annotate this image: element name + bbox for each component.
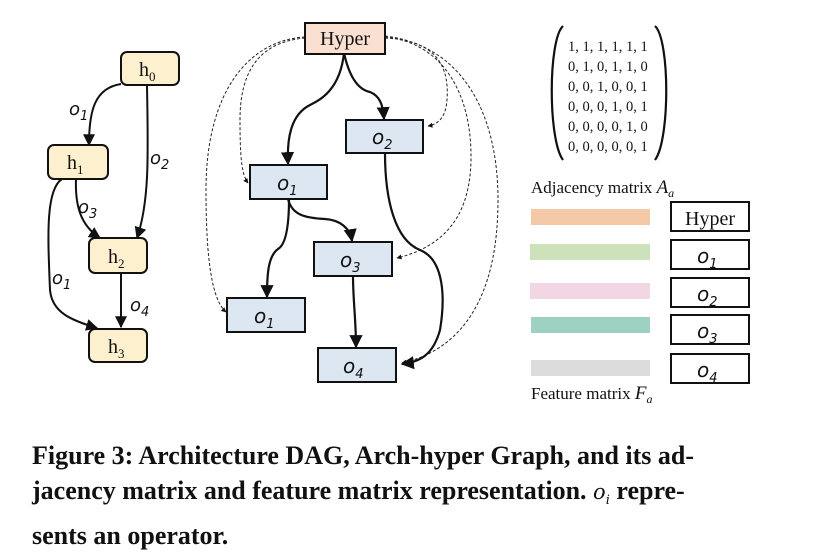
dag-edge-label: o4 [130, 295, 149, 320]
op-node-o1-second: o1 [226, 297, 306, 333]
dag-edge-h1-h3 [47, 178, 99, 331]
solid-edge-o1a-o1b [260, 198, 291, 299]
dashed-edge-hyper-o1a [239, 37, 306, 184]
matrix-row: 0, 0, 0, 1, 0, 1 [568, 99, 648, 115]
caption-line-2: jacency matrix and feature matrix repres… [32, 473, 792, 518]
svg-text:o3: o3 [697, 319, 718, 347]
matrix-row: 0, 1, 0, 1, 1, 0 [568, 59, 648, 75]
svg-text:Hyper: Hyper [320, 28, 370, 50]
feature-bar-o2 [530, 283, 650, 299]
dashed-edge-hyper-o4 [384, 35, 499, 365]
dag-edge-h1-h2 [74, 177, 102, 239]
dag-edge-h0-h1 [83, 83, 122, 147]
dashed-edge-hyper-o3 [384, 36, 472, 260]
svg-text:o1: o1 [254, 304, 275, 332]
dag-node-h3: h3 [88, 328, 148, 363]
matrix-right-bracket [654, 25, 668, 161]
svg-text:h0: h0 [139, 59, 156, 84]
dag-edge-label: o2 [150, 148, 169, 173]
solid-edge-o3-o4 [349, 275, 363, 349]
svg-text:o3: o3 [340, 248, 361, 276]
dag-edge-h0-h2 [134, 84, 149, 240]
svg-text:h1: h1 [67, 152, 84, 177]
feature-bar-o3 [531, 317, 650, 333]
arch-hyper-graph: Hyper o2 o1 o3 o1 o4 [205, 22, 499, 383]
feature-label-o2: o2 [670, 277, 750, 310]
caption-math-oi: oi [593, 480, 610, 509]
dag-edge-label: o1 [69, 99, 88, 124]
svg-text:o4: o4 [343, 354, 364, 382]
caption-line-1: Figure 3: Architecture DAG, Arch-hyper G… [32, 441, 695, 470]
feature-bar-hyper [531, 209, 650, 225]
solid-edge-hyper-o1a [280, 52, 346, 166]
dag-edge-label: o3 [78, 197, 97, 222]
solid-edge-o1a-o3 [286, 198, 357, 243]
dag-edge-label: o1 [52, 268, 71, 293]
feature-bar-o1 [530, 244, 650, 260]
svg-text:h2: h2 [108, 246, 125, 271]
solid-edge-hyper-o2 [342, 52, 390, 121]
matrix-row: 0, 0, 0, 0, 0, 1 [568, 139, 648, 155]
feature-bar-o4 [531, 360, 650, 376]
svg-text:o4: o4 [697, 358, 718, 386]
svg-text:h3: h3 [108, 336, 125, 361]
op-node-o3: o3 [313, 241, 393, 277]
feature-label-o1: o1 [670, 239, 750, 272]
adjacency-matrix: 1, 1, 1, 1, 1, 1 0, 1, 0, 1, 1, 0 0, 0, … [531, 25, 674, 200]
svg-text:Hyper: Hyper [685, 208, 735, 230]
hyper-node: Hyper [304, 22, 386, 55]
dashed-edge-hyper-o1b [205, 36, 306, 313]
solid-edge-o2-o4 [383, 152, 444, 370]
dag-node-h2: h2 [88, 237, 148, 274]
dag-edge-labels: o1 o2 o3 o1 o4 [52, 99, 169, 320]
svg-text:o1: o1 [277, 171, 298, 199]
matrix-row: 0, 0, 0, 0, 1, 0 [568, 119, 648, 135]
svg-text:o2: o2 [372, 125, 393, 153]
svg-text:o1: o1 [697, 244, 718, 272]
dag-edges [47, 83, 149, 331]
feature-label-o3: o3 [670, 314, 750, 347]
feature-matrix-label: Feature matrix Fa [531, 383, 652, 406]
matrix-row: 1, 1, 1, 1, 1, 1 [568, 39, 648, 55]
architecture-figure: o1 o2 o3 o1 o4 h0 h1 h2 h3 [47, 22, 750, 406]
dashed-edge-hyper-o2 [384, 37, 448, 128]
hyper-solid-edges [260, 52, 444, 370]
op-node-o2: o2 [345, 119, 424, 154]
caption-line-2-start: jacency matrix and feature matrix repres… [32, 476, 594, 505]
feature-label-o4: o4 [670, 353, 750, 386]
op-node-o1: o1 [249, 164, 328, 200]
figure-caption: Figure 3: Architecture DAG, Arch-hyper G… [32, 438, 792, 553]
feature-matrix: Hyper o1 o2 o3 o4 Feature matrix Fa [530, 201, 750, 406]
caption-line-3: sents an operator. [32, 521, 229, 551]
dag-node-h1: h1 [47, 144, 109, 180]
architecture-dag: o1 o2 o3 o1 o4 h0 h1 h2 h3 [47, 51, 180, 363]
op-node-o4: o4 [317, 347, 397, 383]
dag-node-h0: h0 [120, 51, 180, 86]
adjacency-matrix-label: Adjacency matrix Aa [531, 177, 674, 200]
svg-text:o2: o2 [697, 282, 718, 310]
matrix-left-bracket [550, 25, 564, 161]
hyper-dashed-edges [205, 35, 499, 365]
caption-line-2-end: repre- [609, 476, 685, 505]
feature-label-hyper: Hyper [670, 201, 750, 232]
matrix-row: 0, 0, 1, 0, 0, 1 [568, 79, 648, 95]
